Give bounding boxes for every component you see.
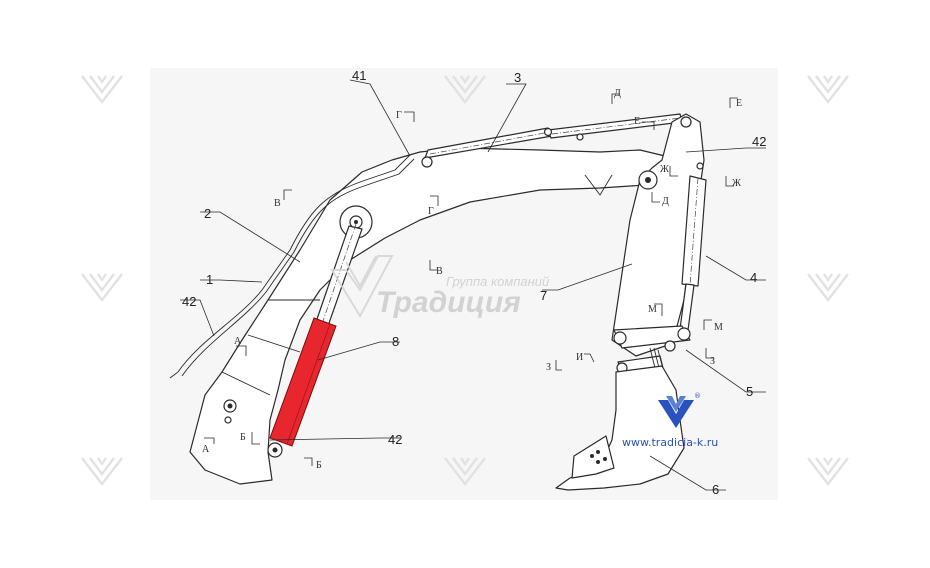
boom-hose-end xyxy=(169,371,179,379)
watermark-mark-top-center xyxy=(444,75,486,104)
part-label-5: 5 xyxy=(746,384,753,399)
section-label-zh: Ж xyxy=(660,164,669,175)
watermark-mark-bottom-left xyxy=(81,457,123,486)
watermark-mark-top-left xyxy=(81,75,123,104)
section-label-g-top: Г xyxy=(396,110,402,121)
boom-foot-pin-center xyxy=(227,403,233,409)
registered-mark: ® xyxy=(694,392,701,400)
arm-top-pin xyxy=(680,116,692,128)
corner-watermarks xyxy=(81,75,849,486)
part-label-2: 2 xyxy=(204,206,211,221)
watermark-mark-top-right xyxy=(807,75,849,104)
leader-lines xyxy=(180,79,766,491)
section-label-z-right: З xyxy=(710,356,715,367)
section-label-v-top: В xyxy=(274,198,281,209)
arm-cylinder-base-pin xyxy=(421,156,433,168)
boom-cylinder-barrel-highlight xyxy=(269,317,337,447)
part-label-41: 41 xyxy=(352,68,366,83)
boom-hydraulic-line-2 xyxy=(181,158,415,377)
center-watermark: Группа компаний Традиция xyxy=(330,255,549,319)
part-label-3: 3 xyxy=(514,70,521,85)
section-label-d-top: Д xyxy=(614,88,621,99)
arm-cylinder-port-2 xyxy=(576,133,584,141)
section-label-e-top: Е xyxy=(736,98,742,109)
part-label-7: 7 xyxy=(540,288,547,303)
part-label-42-top: 42 xyxy=(752,134,766,149)
boom-inner-line xyxy=(221,174,613,396)
watermark-mark-bottom-center xyxy=(444,457,486,486)
website-url[interactable]: www.tradicia-k.ru xyxy=(622,436,718,449)
watermark-mark-bottom-right xyxy=(807,457,849,486)
section-markers xyxy=(204,93,738,466)
section-label-m-right: М xyxy=(714,322,723,333)
section-label-d: Д xyxy=(662,196,669,207)
part-label-1: 1 xyxy=(206,272,213,287)
section-label-g: Г xyxy=(428,206,434,217)
boom-arm-joint-center xyxy=(645,177,651,183)
watermark-mark-mid-right xyxy=(807,273,849,302)
arm-port xyxy=(696,162,704,170)
bucket-cylinder xyxy=(679,175,707,331)
watermark-mark-mid-left xyxy=(81,273,123,302)
section-label-m-left: М xyxy=(648,304,657,315)
part-label-42-left: 42 xyxy=(182,294,196,309)
watermark-brand-text: Традиция xyxy=(376,286,521,319)
boom-hydraulic-line xyxy=(177,154,411,373)
section-label-a-top: А xyxy=(234,336,242,347)
part-label-6: 6 xyxy=(712,482,719,497)
part-label-42-bottom: 42 xyxy=(388,432,402,447)
section-label-e: Е xyxy=(634,116,640,127)
part-label-8: 8 xyxy=(392,334,399,349)
section-label-i: И xyxy=(576,352,583,363)
watermark-company-text: Группа компаний xyxy=(446,274,549,289)
section-label-b: Б xyxy=(316,460,322,471)
boom-foot-bolt xyxy=(224,416,232,424)
arm-cylinder-port xyxy=(543,127,553,137)
section-label-z-left: З xyxy=(546,362,551,373)
section-label-b-top: Б xyxy=(240,432,246,443)
company-logo: ® xyxy=(658,392,701,428)
boom-cylinder-lower-pivot-center xyxy=(272,447,278,453)
section-label-a: А xyxy=(202,444,210,455)
part-label-4: 4 xyxy=(750,270,757,285)
boom-cylinder-upper-pivot-center xyxy=(354,220,358,224)
tooth-bolts xyxy=(590,450,607,464)
section-label-v: В xyxy=(436,266,443,277)
section-label-zh-right: Ж xyxy=(732,178,741,189)
